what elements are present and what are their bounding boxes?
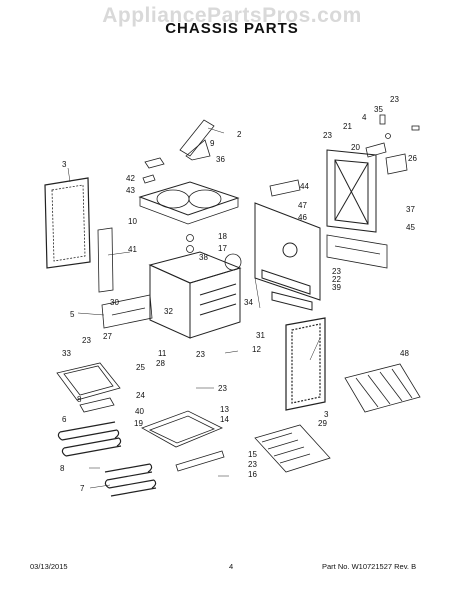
convection-fan	[224, 253, 242, 271]
page-title: CHASSIS PARTS	[165, 20, 299, 37]
callout-27: 27	[103, 332, 112, 341]
callout-19: 19	[134, 419, 143, 428]
spring-35	[379, 114, 386, 125]
brackets-42-43	[142, 157, 165, 184]
screw-23-top	[411, 125, 420, 131]
fasteners-17-18	[186, 234, 194, 253]
callout-labels: 2 3 3 4 5 6 7 8 8 9 10 11 12 13 14 15 16…	[60, 95, 417, 493]
callout-39: 39	[332, 283, 341, 292]
door-hinge	[365, 133, 391, 158]
watermark: AppliancePartsPros.com	[102, 4, 362, 27]
callout-30: 30	[110, 298, 119, 307]
callout-23: 23	[323, 131, 332, 140]
callout-4: 4	[362, 113, 367, 122]
side-panel-left	[44, 177, 91, 269]
callout-15: 15	[248, 450, 257, 459]
callout-32: 32	[164, 307, 173, 316]
callout-37: 37	[406, 205, 415, 214]
drawer-liner	[56, 362, 121, 401]
oven-door-glass	[285, 317, 326, 411]
callout-34: 34	[244, 298, 253, 307]
callout-9: 9	[210, 139, 215, 148]
footer-date: 03/13/2015	[30, 562, 68, 571]
bracket-26	[385, 153, 408, 175]
callout-23: 23	[218, 384, 227, 393]
callout-5: 5	[70, 310, 75, 319]
bracket-15	[175, 450, 225, 472]
callout-18: 18	[218, 232, 227, 241]
oven-rack	[344, 363, 421, 413]
oven-door-panel	[326, 149, 377, 233]
callout-14: 14	[220, 415, 229, 424]
callout-6: 6	[62, 415, 67, 424]
rear-strip-panel	[97, 227, 114, 293]
vent-bracket	[179, 119, 215, 161]
callout-46: 46	[298, 213, 307, 222]
callout-36: 36	[216, 155, 225, 164]
callout-40: 40	[135, 407, 144, 416]
callout-21: 21	[343, 122, 352, 131]
callout-17: 17	[218, 244, 227, 253]
callout-20: 20	[351, 143, 360, 152]
broiler-rack	[254, 424, 331, 473]
callout-2: 2	[237, 130, 242, 139]
callout-23: 23	[248, 460, 257, 469]
oven-cavity	[148, 251, 242, 339]
storage-drawer	[141, 410, 223, 448]
callout-41: 41	[128, 245, 137, 254]
callout-8: 8	[77, 395, 82, 404]
callout-23: 23	[332, 267, 341, 276]
callout-35: 35	[374, 105, 383, 114]
callout-43: 43	[126, 186, 135, 195]
callout-31: 31	[256, 331, 265, 340]
bracket-24	[79, 397, 115, 413]
callout-44: 44	[300, 182, 309, 191]
cooktop-base	[138, 181, 240, 225]
callout-25: 25	[136, 363, 145, 372]
callout-12: 12	[252, 345, 261, 354]
callout-8: 8	[60, 464, 65, 473]
lower-vent-panel	[326, 234, 388, 269]
callout-42: 42	[126, 174, 135, 183]
callout-22: 22	[332, 275, 341, 284]
callout-16: 16	[248, 470, 257, 479]
callout-38: 38	[199, 253, 208, 262]
callout-3: 3	[62, 160, 67, 169]
callout-29: 29	[318, 419, 327, 428]
callout-47: 47	[298, 201, 307, 210]
callout-24: 24	[136, 391, 145, 400]
callout-23: 23	[82, 336, 91, 345]
broil-element	[104, 463, 157, 497]
callout-28: 28	[156, 359, 165, 368]
callout-26: 26	[408, 154, 417, 163]
callout-10: 10	[128, 217, 137, 226]
callout-7: 7	[80, 484, 85, 493]
leader-lines	[67, 127, 321, 489]
footer-page-number: 4	[229, 562, 234, 571]
callout-11: 11	[158, 349, 167, 358]
front-frame	[101, 294, 153, 329]
badge-44	[269, 179, 301, 197]
callout-23: 23	[390, 95, 399, 104]
callout-23: 23	[196, 350, 205, 359]
footer-part-number: Part No. W10721527 Rev. B	[322, 562, 417, 571]
bake-element	[57, 421, 122, 457]
callout-3: 3	[324, 410, 329, 419]
callout-48: 48	[400, 349, 409, 358]
callout-13: 13	[220, 405, 229, 414]
callout-33: 33	[62, 349, 71, 358]
callout-45: 45	[406, 223, 415, 232]
rear-panel	[254, 202, 321, 311]
